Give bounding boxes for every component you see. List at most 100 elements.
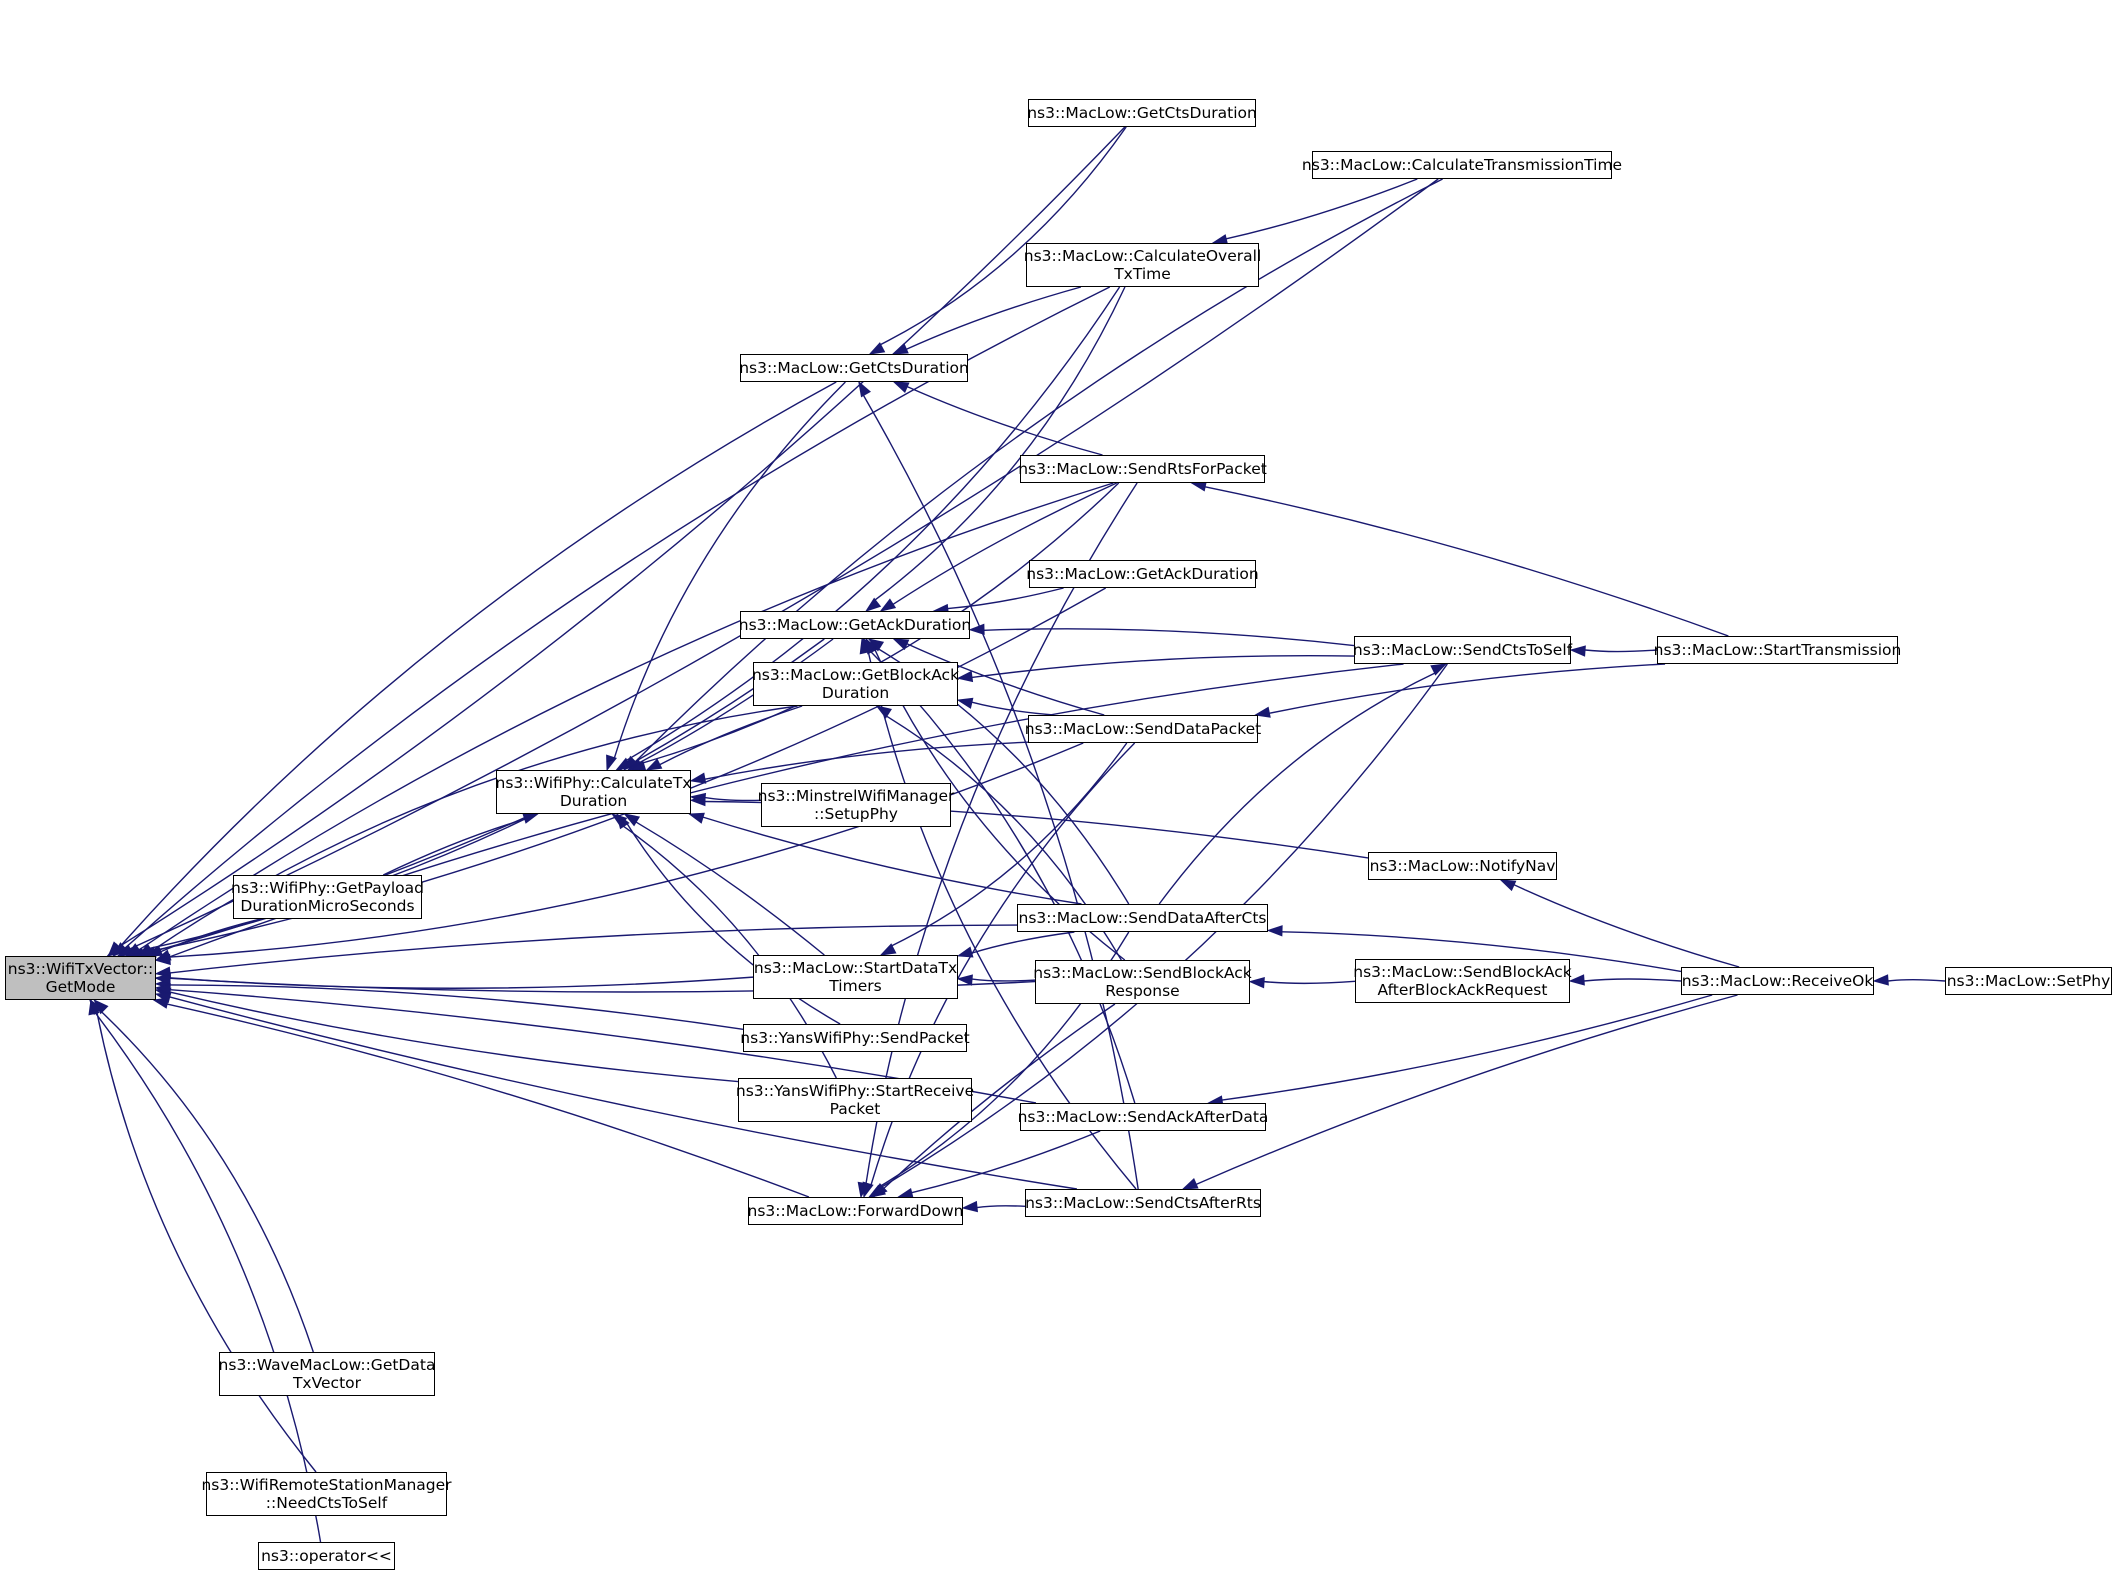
arrowhead-root	[125, 943, 142, 957]
arrowhead-sendCtsToSelf	[1569, 645, 1586, 657]
arrowhead-getCtsL	[858, 380, 871, 398]
node-label-line: ns3::MacLow::GetAckDuration	[738, 616, 972, 634]
arrowhead-root	[154, 953, 171, 966]
edge-calcTx-getAckL	[639, 638, 834, 764]
node-yanswifiphy-startreceivepacket[interactable]: ns3::YansWifiPhy::StartReceive Packet	[735, 1078, 975, 1122]
node-maclow-senddatapacket[interactable]: ns3::MacLow::SendDataPacket	[1025, 715, 1261, 743]
node-maclow-setphy[interactable]: ns3::MacLow::SetPhy	[1945, 967, 2112, 995]
edge-sendCtsToSelf-startTrans	[1584, 649, 1658, 653]
node-label-line: ns3::MacLow::GetAckDuration	[1026, 565, 1259, 583]
node-label-line: TxTime	[1114, 265, 1171, 283]
node-maclow-startdatatxtimers[interactable]: ns3::MacLow::StartDataTx Timers	[753, 955, 958, 999]
node-maclow-getctsduration-left[interactable]: ns3::MacLow::GetCtsDuration	[739, 354, 969, 382]
edge-forwardDown-sendCtsAfterRts	[976, 1205, 1026, 1209]
edge-getAckL-calcOverall	[874, 286, 1126, 601]
node-maclow-receiveok[interactable]: ns3::MacLow::ReceiveOk	[1681, 967, 1874, 995]
node-wifiphy-calculatetxduration[interactable]: ns3::WifiPhy::CalculateTx Duration	[496, 770, 691, 814]
node-label-line: ns3::MacLow::SendAckAfterData	[1017, 1108, 1269, 1126]
arrowhead-notifyNav	[1499, 879, 1517, 892]
node-wifitxvector-getmode[interactable]: ns3::WifiTxVector:: GetMode	[5, 956, 156, 1000]
edge-calcTx-calcOverall	[626, 286, 1121, 761]
arrowhead-calcTx	[689, 794, 706, 807]
arrowhead-getAckL	[859, 637, 871, 655]
edge-root-waveMac	[101, 1011, 314, 1353]
node-maclow-forwarddown[interactable]: ns3::MacLow::ForwardDown	[748, 1197, 964, 1225]
arrowhead-startDataTx	[956, 974, 973, 986]
edge-root-sendRts	[138, 482, 1114, 951]
edge-receiveOk-setPhy	[1887, 979, 1946, 982]
node-label-line: ns3::YansWifiPhy::StartReceive	[735, 1082, 975, 1100]
node-label-line: ns3::MacLow::GetBlockAck	[751, 666, 960, 684]
edge-root-yansRecv	[169, 991, 739, 1083]
edge-notifyNav-receiveOk	[1513, 884, 1740, 968]
edge-root-sendDataAfterCts	[169, 924, 1018, 974]
node-maclow-sendrtsforpacket[interactable]: ns3::MacLow::SendRtsForPacket	[1018, 455, 1267, 483]
node-operator-stream[interactable]: ns3::operator<<	[258, 1542, 395, 1570]
edge-sendCtsAfterRts-receiveOk	[1195, 994, 1738, 1186]
node-label-line: ns3::WifiRemoteStationManager	[201, 1476, 452, 1494]
edge-forwardDown-sendBlockAckResp	[883, 1003, 1116, 1189]
arrowhead-getAckL	[892, 638, 910, 651]
edge-sendBlockAckResp-sendBlockAckAfter	[1263, 980, 1356, 985]
arrowhead-getAckL	[968, 623, 985, 635]
node-maclow-getackduration-left[interactable]: ns3::MacLow::GetAckDuration	[738, 611, 972, 639]
edge-getCtsL-sendRts	[906, 385, 1103, 456]
node-label-line: ns3::operator<<	[261, 1547, 392, 1565]
edge-getBlockAck-sendData	[971, 701, 1054, 716]
arrowhead-calcTx	[522, 812, 540, 824]
node-label-line: DurationMicroSeconds	[240, 897, 415, 915]
node-maclow-senddataaftercts[interactable]: ns3::MacLow::SendDataAfterCts	[1017, 904, 1268, 932]
arrowhead-root	[154, 992, 172, 1004]
edge-sendAckAfterData-receiveOk	[1221, 994, 1713, 1101]
node-label-line: ns3::WifiTxVector::	[7, 960, 154, 978]
node-maclow-notifynav[interactable]: ns3::MacLow::NotifyNav	[1368, 852, 1557, 880]
node-label-line: Duration	[821, 684, 890, 702]
node-minstrelwifimanager-setupphy[interactable]: ns3::MinstrelWifiManager ::SetupPhy	[758, 783, 954, 827]
node-maclow-getackduration-right[interactable]: ns3::MacLow::GetAckDuration	[1026, 560, 1259, 588]
node-maclow-calculateoveralltxtime[interactable]: ns3::MacLow::CalculateOverall TxTime	[1024, 243, 1261, 287]
node-maclow-sendctsafterrts[interactable]: ns3::MacLow::SendCtsAfterRts	[1025, 1189, 1261, 1217]
arrowhead-calcTx	[689, 772, 707, 784]
arrowhead-calcTx	[623, 813, 641, 827]
node-maclow-calculatetransmissiontime[interactable]: ns3::MacLow::CalculateTransmissionTime	[1302, 151, 1622, 179]
node-maclow-getblockackduration[interactable]: ns3::MacLow::GetBlockAck Duration	[751, 662, 960, 706]
edge-getCtsL-sendCtsAfterRts	[862, 394, 1139, 1190]
node-label-line: ns3::WifiPhy::GetPayload	[231, 879, 424, 897]
edge-getCtsL-calcOverall	[906, 286, 1082, 350]
node-wifiremotestationmanager-needctstoself[interactable]: ns3::WifiRemoteStationManager ::NeedCtsT…	[201, 1472, 452, 1516]
node-maclow-getctsduration-top[interactable]: ns3::MacLow::GetCtsDuration	[1027, 99, 1257, 127]
node-yanswifiphy-sendpacket[interactable]: ns3::YansWifiPhy::SendPacket	[740, 1024, 970, 1052]
edge-startDataTx-sendDataAfterCts	[971, 931, 1075, 954]
node-label-line: ns3::MacLow::SendBlockAck	[1353, 963, 1572, 981]
arrowhead-sendBlockAckAfter	[1568, 974, 1585, 986]
arrowhead-sendCtsAfterRts	[1181, 1178, 1199, 1190]
edge-getAckL-sendData	[906, 643, 1105, 716]
arrowhead-forwardDown	[862, 1181, 874, 1199]
arrowhead-root	[154, 983, 171, 995]
edge-getCtsL-getCtsTop	[879, 126, 1127, 346]
node-label-line: ns3::WifiPhy::CalculateTx	[495, 774, 692, 792]
node-wavemaclow-getdatatxvector[interactable]: ns3::WaveMacLow::GetData TxVector	[219, 1352, 435, 1396]
node-label-line: Duration	[559, 792, 628, 810]
node-label-line: ns3::MinstrelWifiManager	[757, 787, 955, 805]
node-label-line: ns3::MacLow::ReceiveOk	[1681, 972, 1874, 990]
node-maclow-sendctstoself[interactable]: ns3::MacLow::SendCtsToSelf	[1353, 636, 1572, 664]
edge-root-getAckL	[141, 638, 825, 951]
arrowhead-sendDataAfterCts	[1266, 925, 1283, 937]
edge-root-getCtsL	[118, 381, 837, 948]
node-maclow-starttransmission[interactable]: ns3::MacLow::StartTransmission	[1654, 636, 1901, 664]
edge-calcTx-startDataTx	[635, 821, 825, 956]
edge-calcTx-sendDataAfterCts	[702, 816, 1082, 905]
edge-sendDataAfterCts-receiveOk	[1281, 931, 1682, 973]
node-label-line: ns3::YansWifiPhy::SendPacket	[740, 1029, 970, 1047]
node-wifiphy-getpayloaddurationmicroseconds[interactable]: ns3::WifiPhy::GetPayload DurationMicroSe…	[231, 875, 424, 919]
node-maclow-sendblockackresponse[interactable]: ns3::MacLow::SendBlockAck Response	[1033, 960, 1252, 1004]
edge-root-sendCtsAfterRts	[169, 996, 1077, 1190]
node-maclow-sendblockackafterblockackrequest[interactable]: ns3::MacLow::SendBlockAck AfterBlockAckR…	[1353, 959, 1572, 1003]
edge-sendRts-startTrans	[1204, 486, 1729, 637]
node-label-line: Timers	[829, 977, 882, 995]
node-maclow-sendackafterdata[interactable]: ns3::MacLow::SendAckAfterData	[1017, 1103, 1269, 1131]
edge-calcTx-sendRts	[642, 482, 1120, 764]
edge-root-forwardDown	[166, 1003, 810, 1198]
